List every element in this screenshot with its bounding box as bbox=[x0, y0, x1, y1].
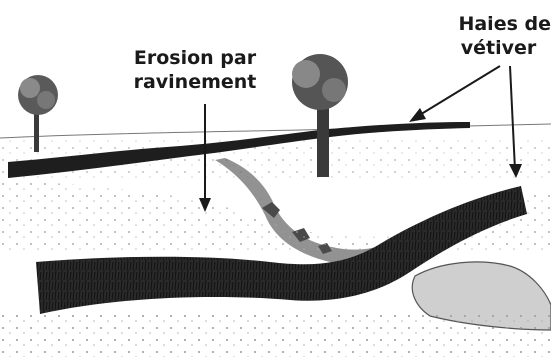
foreground-ground bbox=[0, 312, 551, 357]
vetiver-label: Haies de vétiver bbox=[426, 12, 551, 60]
vetiver-label-line1: Haies de bbox=[426, 12, 551, 36]
erosion-label: Erosion par ravinement bbox=[120, 46, 270, 94]
erosion-label-line1: Erosion par bbox=[120, 46, 270, 70]
erosion-label-line2: ravinement bbox=[120, 70, 270, 94]
vetiver-label-line2: vétiver bbox=[426, 36, 551, 60]
arrow-vetiver-upper bbox=[409, 66, 500, 122]
